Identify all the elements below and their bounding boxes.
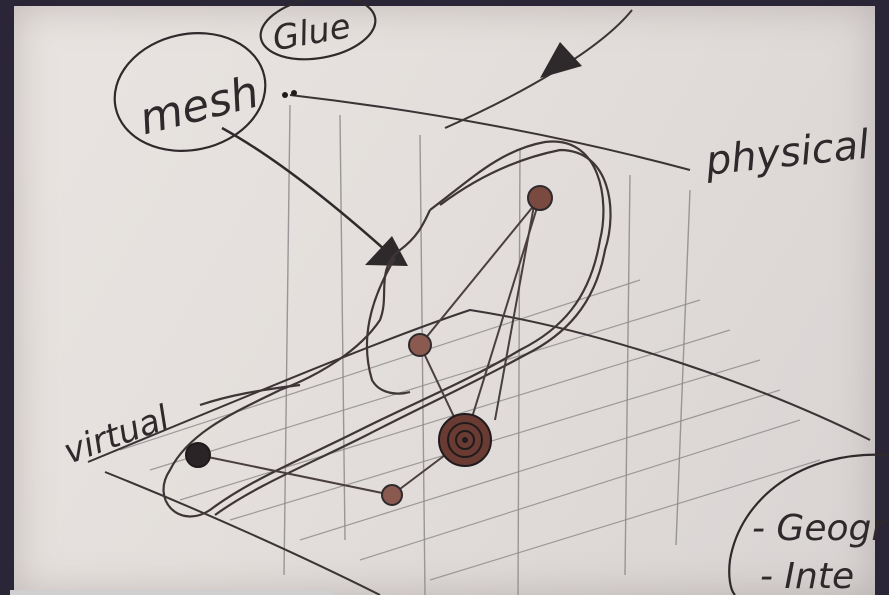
pencil-vertical-lines <box>284 105 690 595</box>
node <box>186 443 210 467</box>
bottom-edge-strip <box>10 590 332 595</box>
ink-dot <box>282 92 288 98</box>
note-line-2: - Inte <box>760 556 854 595</box>
ink-dot <box>291 90 297 96</box>
node <box>409 334 431 356</box>
physical-label: physical <box>702 122 871 185</box>
mesh-arrow <box>222 128 408 266</box>
arrow-head-top <box>540 42 582 78</box>
mesh-label: mesh <box>134 67 264 146</box>
node <box>528 186 552 210</box>
note-bubble: - Geogr - Inte <box>729 455 889 595</box>
hub-node <box>439 414 491 466</box>
mesh-nodes <box>186 186 552 505</box>
node <box>382 485 402 505</box>
virtual-label: virtual <box>59 398 175 473</box>
glue-label: Glue <box>270 6 354 59</box>
note-line-1: - Geogr <box>752 508 888 549</box>
